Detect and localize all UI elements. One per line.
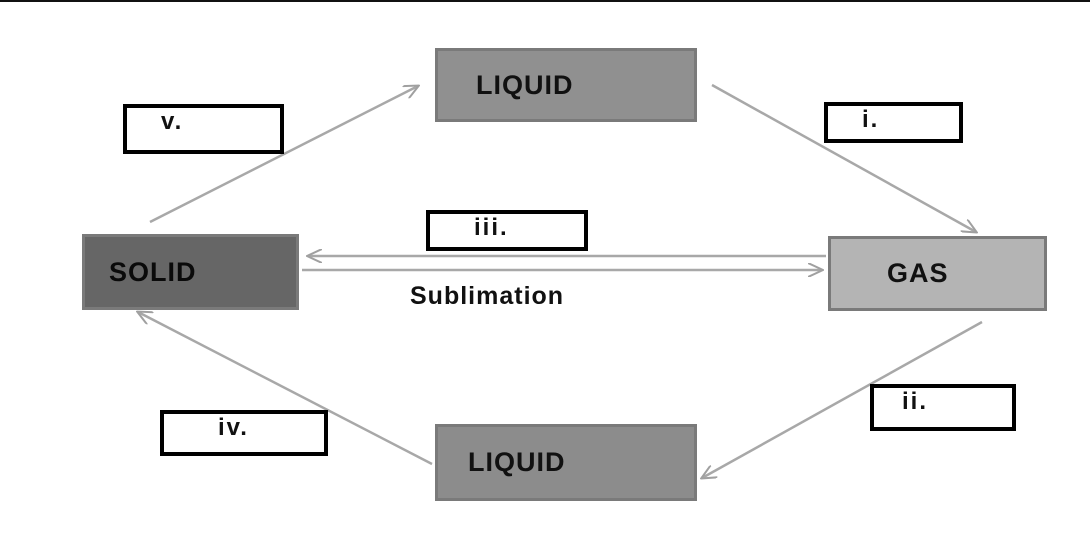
answer-box-v-label: v. xyxy=(161,108,184,135)
liquid-top-box: LIQUID xyxy=(435,48,697,122)
answer-box-ii: ii. xyxy=(870,384,1016,431)
answer-box-iv: iv. xyxy=(160,410,328,456)
top-border-line xyxy=(0,0,1090,2)
liquid-bottom-box: LIQUID xyxy=(435,424,697,501)
answer-box-v: v. xyxy=(123,104,284,154)
liquid-top-label: LIQUID xyxy=(476,69,574,100)
solid-box: SOLID xyxy=(82,234,299,310)
gas-label: GAS xyxy=(887,258,949,288)
gas-box: GAS xyxy=(828,236,1047,311)
arrow-liquid-to-gas xyxy=(711,83,976,232)
liquid-bottom-label: LIQUID xyxy=(468,447,566,477)
answer-box-i: i. xyxy=(824,102,963,143)
answer-box-i-label: i. xyxy=(862,106,880,133)
arrow-gas-to-liquid xyxy=(702,320,983,478)
arrow-solid-to-liquid xyxy=(149,86,418,224)
answer-box-iii: iii. xyxy=(426,210,588,251)
answer-box-iii-label: iii. xyxy=(474,214,509,241)
answer-box-ii-label: ii. xyxy=(902,388,929,415)
sublimation-label: Sublimation xyxy=(410,282,565,310)
solid-label: SOLID xyxy=(109,256,197,287)
arrow-liquid-to-solid xyxy=(138,312,433,466)
answer-box-iv-label: iv. xyxy=(218,414,249,441)
